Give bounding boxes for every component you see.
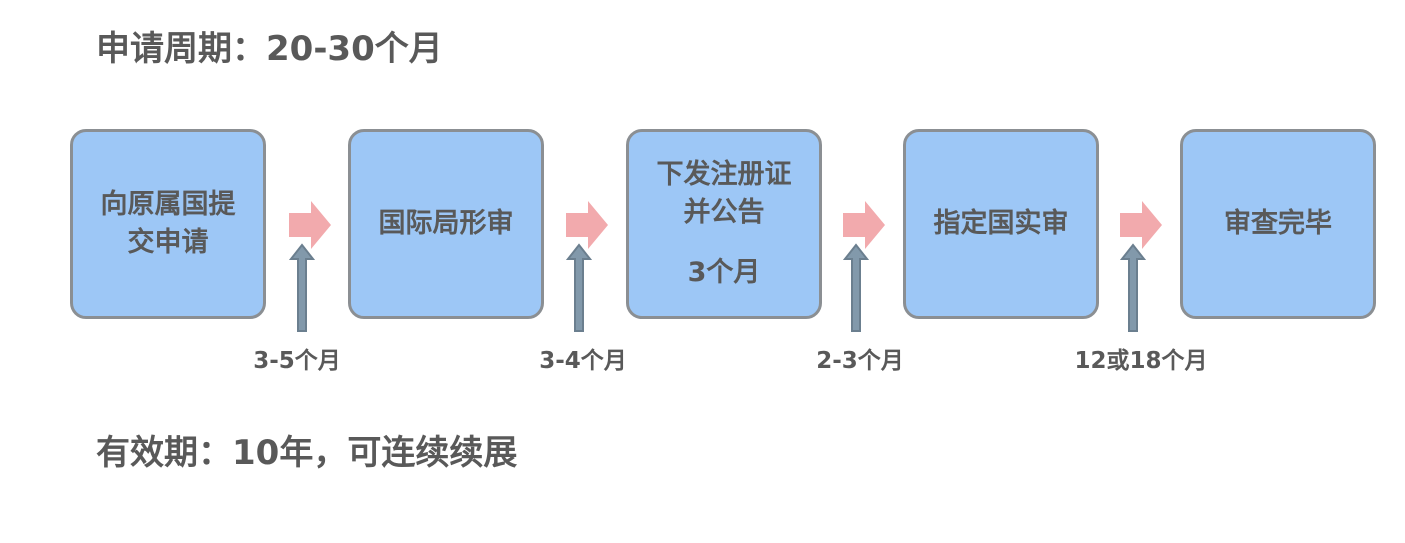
step-label-line: 指定国实审 bbox=[933, 208, 1069, 239]
duration-label: 12或18个月 bbox=[1074, 348, 1208, 374]
duration-label: 2-3个月 bbox=[816, 348, 904, 374]
up-arrow-icon bbox=[566, 243, 592, 332]
step-label-line: 下发注册证 bbox=[656, 159, 792, 190]
flow-arrow-right-icon bbox=[1120, 201, 1162, 249]
step-label-line: 审查完毕 bbox=[1224, 208, 1332, 239]
step-box-review-complete: 审查完毕 bbox=[1180, 129, 1376, 319]
up-arrow-icon bbox=[843, 243, 869, 332]
step-box-certificate-announcement: 下发注册证 并公告 3个月 bbox=[626, 129, 822, 319]
application-period-title: 申请周期：20-30个月 bbox=[96, 29, 443, 69]
duration-label: 3-4个月 bbox=[539, 348, 627, 374]
up-arrow-icon bbox=[1120, 243, 1146, 332]
flow-arrow-right-icon bbox=[566, 201, 608, 249]
step-label-line: 并公告 bbox=[683, 197, 765, 228]
step-box-formal-review: 国际局形审 bbox=[348, 129, 544, 319]
duration-label: 3-5个月 bbox=[253, 348, 341, 374]
validity-period-title: 有效期：10年，可连续续展 bbox=[96, 433, 518, 473]
step-box-substantive-review: 指定国实审 bbox=[903, 129, 1099, 319]
flow-arrow-right-icon bbox=[843, 201, 885, 249]
step-label-line: 交申请 bbox=[127, 227, 209, 258]
step-box-submit-application: 向原属国提 交申请 bbox=[70, 129, 266, 319]
up-arrow-icon bbox=[289, 243, 315, 332]
step-label-line: 向原属国提 bbox=[100, 189, 236, 220]
flow-arrow-right-icon bbox=[289, 201, 331, 249]
step-duration-label: 3个月 bbox=[687, 257, 761, 288]
step-label-line: 国际局形审 bbox=[378, 208, 514, 239]
